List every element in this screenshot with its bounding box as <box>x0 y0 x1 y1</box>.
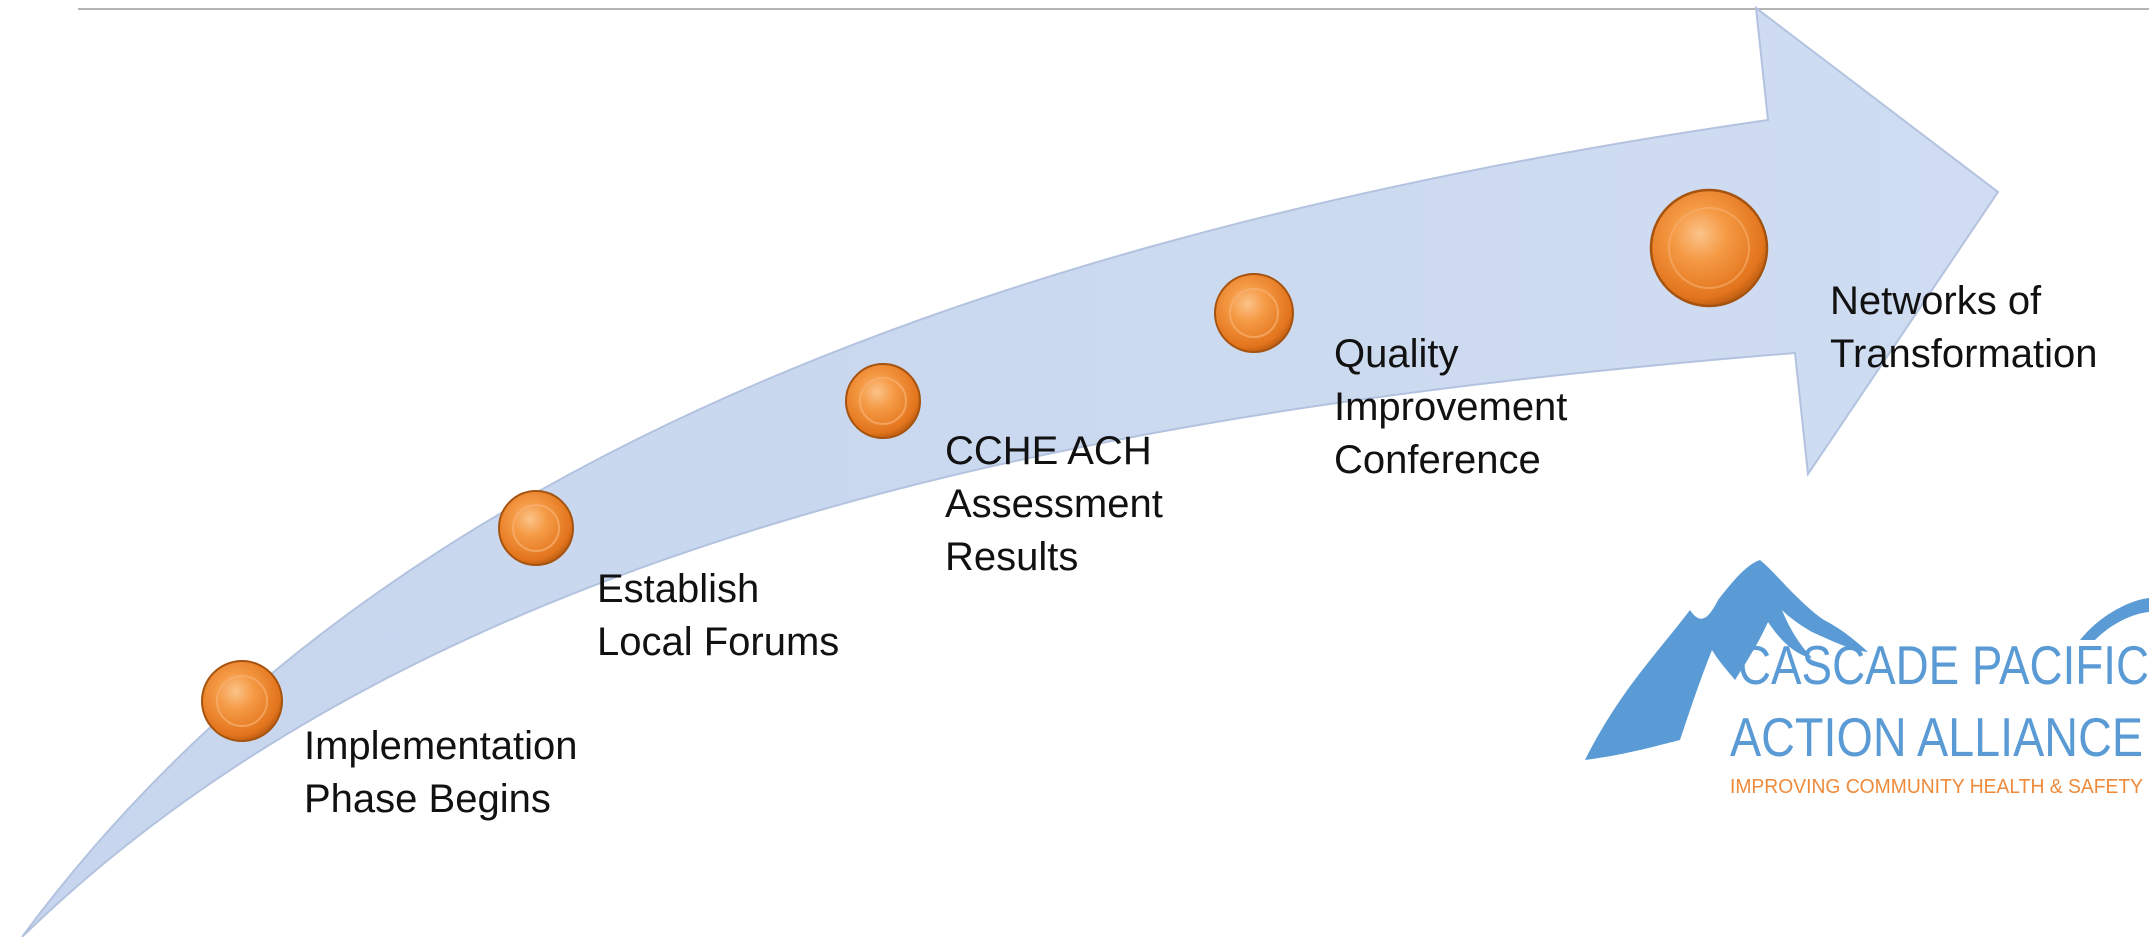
milestone-label-networks: Networks of Transformation <box>1830 279 2098 376</box>
cascade-pacific-logo: CASCADE PACIFIC ACTION ALLIANCE IMPROVIN… <box>1585 560 2149 798</box>
swoosh-icon <box>2080 598 2149 640</box>
milestone-dot <box>845 363 921 439</box>
progress-arrow <box>21 5 2000 937</box>
mountain-icon <box>1585 560 1868 760</box>
logo-line-2: ACTION ALLIANCE <box>1730 706 2143 768</box>
top-divider-line <box>78 8 2149 10</box>
milestone-label-local-forums: Establish Local Forums <box>597 567 840 664</box>
milestone-label-assessment: CCHE ACH Assessment Results <box>945 429 1163 579</box>
milestone-dot <box>201 660 286 742</box>
logo-tagline: IMPROVING COMMUNITY HEALTH & SAFETY <box>1730 776 2143 798</box>
milestone-dot <box>1214 273 1294 353</box>
milestone-label-implementation: Implementation Phase Begins <box>304 724 578 821</box>
milestone-dot <box>498 490 574 566</box>
milestone-dot-large <box>1649 188 1769 308</box>
logo-line-1: CASCADE PACIFIC <box>1738 634 2149 696</box>
milestone-label-qi-conference: Quality Improvement Conference <box>1334 332 1568 482</box>
